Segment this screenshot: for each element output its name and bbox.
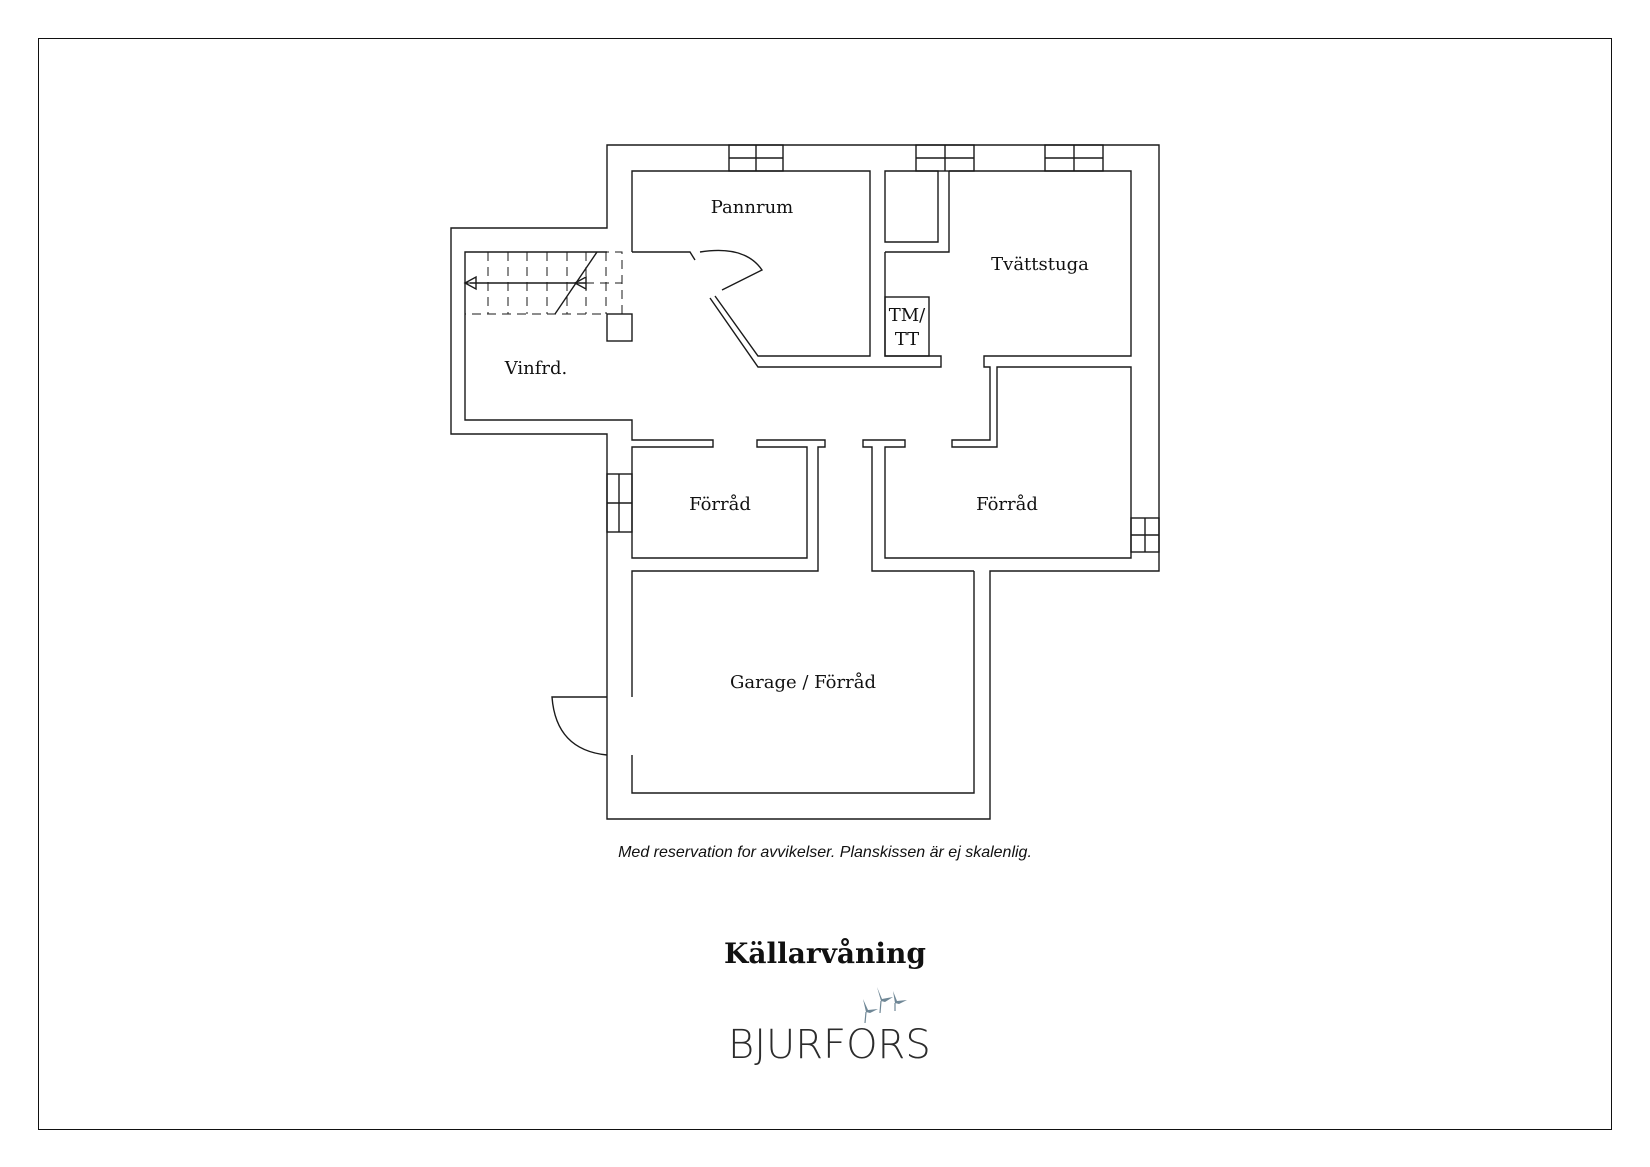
- tvattstuga-wall: [862, 170, 1132, 572]
- window-left: [606, 473, 633, 533]
- room-label-tm-tt-line1: TM/: [889, 305, 926, 326]
- room-label-pannrum: Pannrum: [711, 197, 794, 218]
- inner-wall-hall-left: [464, 251, 696, 421]
- inner-wall-hall: [631, 170, 871, 357]
- disclaimer-text: Med reservation for avvikelser. Planskis…: [618, 844, 1032, 861]
- window-right: [1130, 517, 1160, 553]
- staircase: [463, 251, 633, 342]
- garage-door: [551, 696, 608, 756]
- floor-title: Källarvåning: [724, 937, 926, 970]
- window-top-left: [728, 144, 784, 172]
- window-top-right: [1044, 144, 1104, 172]
- room-label-garage: Garage / Förråd: [730, 671, 876, 693]
- tvattstuga-left-wall: [885, 171, 950, 253]
- room-label-forrad-left: Förråd: [689, 493, 751, 515]
- room-label-tvattstuga: Tvättstuga: [991, 254, 1089, 275]
- pannrum-door: [699, 249, 764, 291]
- outer-wall: [450, 144, 1160, 820]
- brand-logo-text: BJURFORS: [728, 1022, 931, 1068]
- room-label-forrad-right: Förråd: [976, 493, 1038, 515]
- room-label-vinfrd: Vinfrd.: [504, 358, 568, 379]
- tm-tt-box: [884, 296, 930, 357]
- birds-logo-icon: [863, 987, 907, 1024]
- garage-wall: [631, 571, 975, 794]
- page-frame: [38, 38, 1612, 1130]
- closet-wall: [884, 170, 939, 243]
- window-top-mid: [915, 144, 975, 172]
- forrad-left-wall: [607, 419, 826, 697]
- room-label-tm-tt-line2: TT: [895, 329, 919, 350]
